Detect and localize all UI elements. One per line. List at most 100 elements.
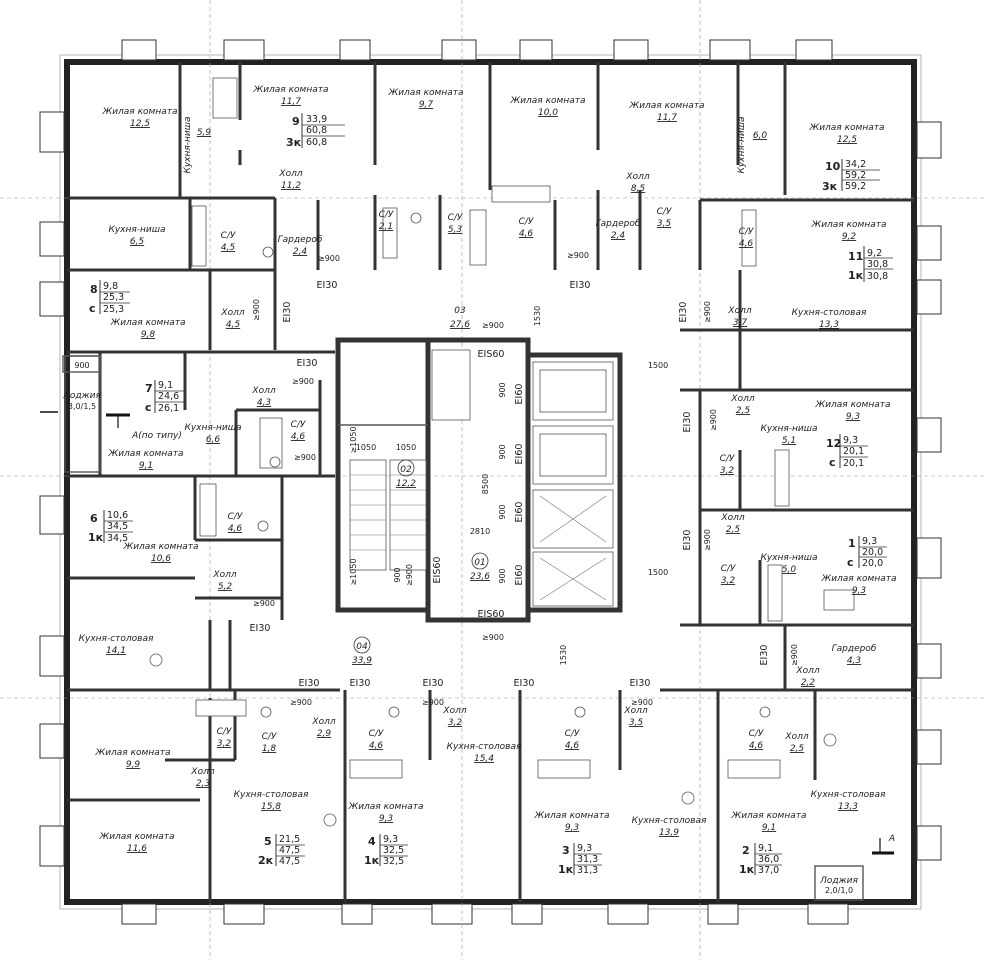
room-name: Жилая комната [99,832,175,842]
svg-text:EI30: EI30 [282,302,293,323]
room-area: 4,6 [749,741,764,751]
apartment-box: 7с9,124,626,1 [145,380,184,414]
room-name: Жилая комната [731,811,807,821]
loggia-label: Лоджия [819,876,858,886]
room-area: 1,8 [262,744,277,754]
room-name: Холл [727,306,751,316]
svg-text:≥900: ≥900 [252,299,261,321]
svg-text:9,8: 9,8 [103,281,118,292]
svg-text:EI60: EI60 [514,444,525,465]
room-name: Кухня-ниша [737,116,747,173]
partition-walls [67,62,914,902]
room-area: 12,5 [130,119,150,129]
room-name: С/У [448,213,463,223]
room-name: С/У [379,210,394,220]
svg-text:≥900: ≥900 [482,633,504,642]
room-area: 11,6 [127,844,147,854]
room-area: 13,3 [838,802,858,812]
svg-text:11: 11 [848,250,863,263]
room-name: С/У [217,727,232,737]
svg-text:7: 7 [145,382,153,395]
svg-text:26,1: 26,1 [158,403,179,414]
room-area: 13,3 [819,320,839,330]
room-name: Гардероб [596,219,641,229]
room-name: Жилая комната [95,748,171,758]
room-name: Кухня-ниша [183,116,193,173]
room-name: Кухня-столовая [792,308,867,318]
svg-text:≥900: ≥900 [294,453,316,462]
room-area: 11,2 [281,181,301,191]
svg-text:EI30: EI30 [759,645,770,666]
svg-text:30,8: 30,8 [867,259,888,270]
room-name: С/У [221,231,236,241]
svg-text:1к: 1к [848,269,864,282]
room-name: Кухня-столовая [234,790,309,800]
svg-text:5: 5 [264,835,272,848]
room-area: 3,2 [721,576,736,586]
svg-text:900: 900 [74,361,89,370]
room-name: Кухня-ниша [108,225,165,235]
common-code: 04 [356,642,368,652]
room-name: Жилая комната [811,220,887,230]
room-area: 3,2 [448,718,463,728]
room-name: Холл [190,767,214,777]
room-name: Жилая комната [123,542,199,552]
room-area: 2,5 [736,406,751,416]
svg-text:33,9: 33,9 [306,114,327,125]
svg-text:59,2: 59,2 [845,170,866,181]
room-name: С/У [291,420,306,430]
svg-text:≥900: ≥900 [253,599,275,608]
svg-text:1к: 1к [558,863,574,876]
svg-text:1050: 1050 [356,443,376,452]
room-area: 9,8 [141,330,156,340]
room-name: С/У [739,227,754,237]
room-area: 9,1 [762,823,776,833]
svg-text:47,5: 47,5 [279,845,300,856]
svg-text:34,5: 34,5 [107,533,128,544]
svg-text:31,3: 31,3 [577,865,598,876]
svg-text:9,3: 9,3 [862,536,877,547]
room-area: 13,9 [659,828,679,838]
room-name: Гардероб [278,235,323,245]
room-area: 10,0 [538,108,558,118]
svg-text:900: 900 [498,568,507,583]
common-area: 33,9 [352,656,372,666]
room-area: 2,1 [379,222,393,232]
svg-text:60,8: 60,8 [306,137,327,148]
svg-text:10,6: 10,6 [107,510,128,521]
room-name: С/У [657,207,672,217]
room-area: 6,0 [753,131,768,141]
svg-text:EI30: EI30 [350,678,371,689]
svg-text:3: 3 [562,844,570,857]
room-name: Жилая комната [629,101,705,111]
room-name: Кухня-ниша [760,553,817,563]
common-area: 12,2 [396,479,416,489]
loggias [62,355,864,901]
room-area: 15,8 [261,802,281,812]
room-name: Кухня-столовая [632,816,707,826]
svg-text:9,3: 9,3 [577,843,592,854]
room-area: 4,6 [228,524,243,534]
svg-text:32,5: 32,5 [383,856,404,867]
room-name: Гардероб [832,644,877,654]
svg-text:с: с [89,302,96,315]
section-mark: А(по типу) [131,431,182,441]
svg-text:2810: 2810 [470,527,490,536]
room-area: 4,6 [291,432,306,442]
svg-text:37,0: 37,0 [758,865,779,876]
room-area: 4,5 [226,320,241,330]
room-area: 12,5 [837,135,857,145]
svg-text:9,1: 9,1 [158,380,173,391]
svg-text:20,0: 20,0 [862,558,883,569]
svg-text:8500: 8500 [481,474,490,494]
svg-text:EIS60: EIS60 [478,609,505,620]
svg-text:≥900: ≥900 [790,644,799,666]
svg-text:EI30: EI30 [297,358,318,369]
svg-text:≥900: ≥900 [422,698,444,707]
svg-text:8: 8 [90,283,98,296]
svg-text:34,2: 34,2 [845,159,866,170]
